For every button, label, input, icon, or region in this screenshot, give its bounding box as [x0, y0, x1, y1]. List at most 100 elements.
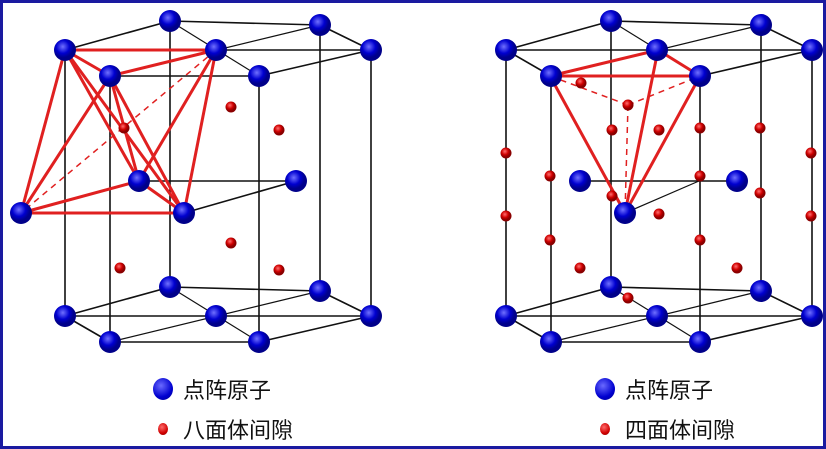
legend-label: 八面体间隙 — [183, 419, 294, 444]
tetrahedron-edge — [623, 75, 702, 214]
lattice-atom — [285, 170, 307, 192]
tetrahedral-interstitial — [544, 234, 556, 246]
lattice-atom — [54, 305, 76, 327]
tetrahedral-interstitial — [653, 124, 665, 136]
lattice-atom — [248, 65, 270, 87]
octahedron-edge — [19, 75, 112, 214]
tetrahedral-interstitial — [731, 262, 743, 274]
tetrahedral-interstitial — [805, 147, 817, 159]
lattice-atom — [689, 331, 711, 353]
interstitial-icon — [600, 423, 610, 435]
lattice-atom — [750, 14, 772, 36]
lattice-atom — [99, 65, 121, 87]
octahedron-edge — [108, 75, 186, 214]
legend-label: 四面体间隙 — [625, 419, 736, 444]
tetrahedral-interstitial — [653, 208, 665, 220]
octahedron-edge — [182, 49, 218, 214]
tetrahedral-interstitial — [694, 234, 706, 246]
tetrahedron-edge — [623, 49, 660, 214]
mid-layer-edge — [183, 180, 297, 214]
lattice-atom — [646, 39, 668, 61]
lattice-atom — [205, 39, 227, 61]
cell-edge — [258, 315, 372, 343]
lattice-atom — [646, 305, 668, 327]
lattice-atom — [495, 305, 517, 327]
cell-edge — [610, 20, 762, 26]
lattice-atom — [159, 10, 181, 32]
tetrahedral-interstitial — [606, 124, 618, 136]
lattice-atom — [614, 202, 636, 224]
cell-edge — [505, 286, 612, 317]
tetrahedral-interstitial — [754, 187, 766, 199]
octahedral-interstitial — [114, 262, 126, 274]
legend-label: 点阵原子 — [625, 379, 714, 404]
lattice-atom — [600, 10, 622, 32]
legend-tetrahedral-right: 四面体间隙 — [595, 413, 735, 445]
cell-edge — [258, 49, 372, 77]
octahedron-edge — [63, 49, 141, 182]
lattice-atom — [750, 280, 772, 302]
legend-octahedral-left: 八面体间隙 — [153, 413, 293, 445]
lattice-atom — [569, 170, 591, 192]
tetrahedral-interstitial — [500, 147, 512, 159]
tetrahedral-interstitial — [694, 170, 706, 182]
cell-edge — [699, 315, 813, 343]
lattice-atom — [128, 170, 150, 192]
lattice-atom — [495, 39, 517, 61]
tetrahedral-interstitial — [694, 122, 706, 134]
octahedron-edge — [109, 48, 217, 78]
lattice-atom — [54, 39, 76, 61]
lattice-atom — [689, 65, 711, 87]
lattice-atom — [360, 305, 382, 327]
tetrahedral-interstitial — [754, 122, 766, 134]
cell-edge — [505, 20, 612, 51]
lattice-atom — [159, 276, 181, 298]
octahedral-interstitial — [118, 122, 130, 134]
lattice-atom — [248, 331, 270, 353]
lattice-atom — [540, 331, 562, 353]
tetrahedral-interstitial — [574, 262, 586, 274]
lattice-atom — [726, 170, 748, 192]
legend-label: 点阵原子 — [183, 379, 272, 404]
tetrahedron-edge — [548, 75, 627, 214]
tetrahedral-interstitial — [805, 210, 817, 222]
cell-edge — [64, 20, 171, 51]
cell-edge — [169, 20, 321, 26]
mid-layer-edge — [624, 180, 700, 214]
tetrahedron-hidden-edge — [624, 104, 629, 214]
tetrahedral-interstitial — [544, 170, 556, 182]
tetrahedral-interstitial — [575, 77, 587, 89]
tetrahedral-interstitial — [606, 190, 618, 202]
lattice-atom — [10, 202, 32, 224]
tetrahedron-edge — [549, 48, 659, 78]
lattice-atom-icon — [595, 378, 615, 400]
cell-edge — [169, 286, 321, 292]
lattice-atom — [309, 280, 331, 302]
tetrahedral-interstitial — [500, 210, 512, 222]
lattice-atom — [309, 14, 331, 36]
legend-atom-left: 点阵原子 — [153, 373, 271, 405]
cell-edge — [699, 49, 813, 77]
lattice-atom — [99, 331, 121, 353]
tetrahedron-hidden-edge — [627, 75, 701, 106]
lattice-atom — [205, 305, 227, 327]
octahedral-interstitial — [273, 264, 285, 276]
octahedral-interstitial — [225, 101, 237, 113]
octahedron-edge — [19, 49, 67, 214]
interstitial-icon — [158, 423, 168, 435]
octahedron-edge — [137, 49, 218, 182]
lattice-atom-icon — [153, 378, 173, 400]
lattice-atom — [801, 39, 823, 61]
hcp-lattice-figures — [10, 10, 823, 353]
legend-atom-right: 点阵原子 — [595, 373, 713, 405]
lattice-atom — [801, 305, 823, 327]
lattice-atom — [540, 65, 562, 87]
tetrahedral-interstitial — [622, 292, 634, 304]
lattice-atom — [600, 276, 622, 298]
octahedron-hidden-edge — [20, 49, 217, 214]
cell-edge — [64, 286, 171, 317]
cell-edge — [610, 286, 762, 292]
octahedral-interstitial — [225, 237, 237, 249]
octahedron-edge — [20, 179, 140, 215]
